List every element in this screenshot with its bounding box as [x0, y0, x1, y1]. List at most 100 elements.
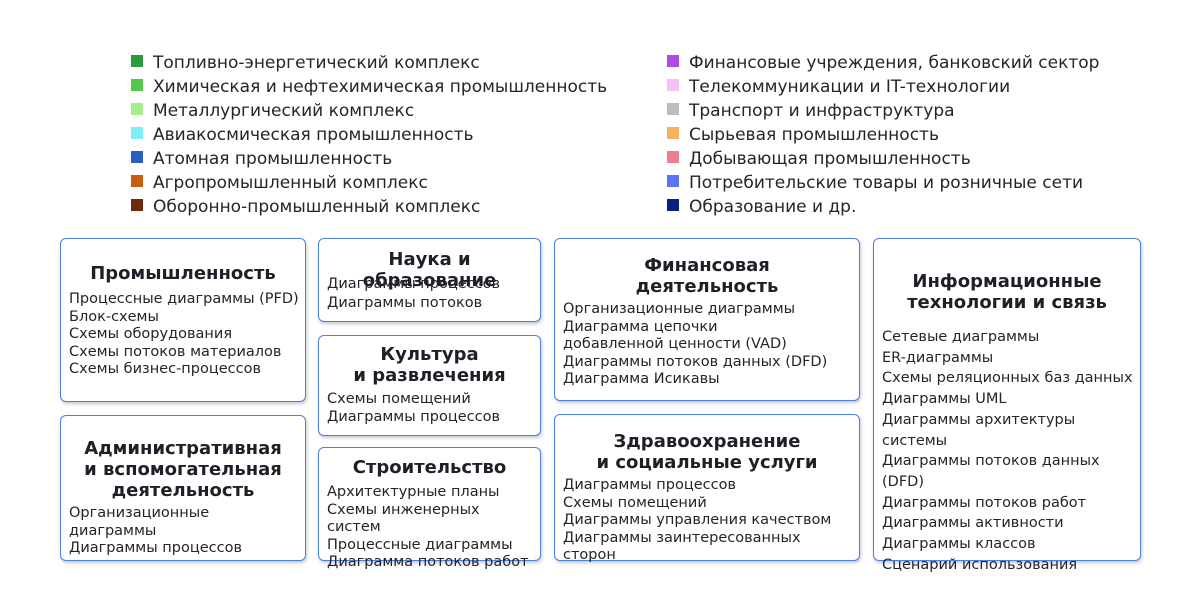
- card-title: Финансовая деятельность: [635, 255, 779, 297]
- card-item: Диаграммы классов: [882, 536, 1036, 553]
- legend-item: Телекоммуникации и IT-технологии: [667, 75, 1099, 99]
- card-item: Диаграмма Исикавы: [563, 371, 720, 387]
- card-item: Сетевые диаграммы: [882, 329, 1040, 345]
- legend-label: Авиакосмическая промышленность: [153, 125, 474, 145]
- card-item: Диаграммы процессов: [327, 409, 500, 425]
- legend-swatch: [667, 79, 679, 91]
- card-item: Схемы потоков материалов: [69, 343, 282, 360]
- card-item: Блок-схемы: [69, 308, 159, 325]
- card-item: Схемы бизнес-процессов: [69, 361, 262, 377]
- card-title: Административная и вспомогательная деяте…: [84, 438, 282, 501]
- card-item: Диаграммы потоков: [327, 295, 483, 311]
- legend-swatch: [667, 175, 679, 187]
- legend-label: Сырьевая промышленность: [689, 125, 939, 145]
- legend-right: Финансовые учреждения, банковский сектор…: [667, 51, 1099, 219]
- card-item: Диаграммы потоков данных (DFD): [563, 353, 828, 370]
- legend-item: Сырьевая промышленность: [667, 123, 1099, 147]
- legend-item: Авиакосмическая промышленность: [131, 123, 607, 147]
- legend-swatch: [131, 103, 143, 115]
- legend-label: Топливно-энергетический комплекс: [153, 53, 480, 73]
- legend-label: Агропромышленный комплекс: [153, 173, 428, 193]
- legend-label: Добывающая промышленность: [689, 149, 971, 169]
- legend-label: Оборонно-промышленный комплекс: [153, 197, 481, 217]
- legend-item: Химическая и нефтехимическая промышленно…: [131, 75, 607, 99]
- card-item: Схемы оборудования: [69, 326, 233, 342]
- legend-swatch: [667, 55, 679, 67]
- legend-swatch: [131, 151, 143, 163]
- card-title: Строительство: [352, 457, 507, 478]
- card-item: Диаграммы процессов: [563, 477, 736, 493]
- card-item: Схемы помещений: [563, 494, 707, 511]
- card-item: Архитектурные планы: [327, 484, 500, 500]
- card-title: Наука и образование: [362, 249, 497, 291]
- legend-label: Потребительские товары и розничные сети: [689, 173, 1084, 193]
- legend-label: Телекоммуникации и IT-технологии: [689, 77, 1011, 97]
- legend-item: Добывающая промышленность: [667, 147, 1099, 171]
- card-title: Здравоохранение и социальные услуги: [596, 431, 818, 473]
- legend-item: Потребительские товары и розничные сети: [667, 171, 1099, 195]
- card-item: Диаграммы процессов: [69, 540, 242, 556]
- legend-label: Металлургический комплекс: [153, 101, 415, 121]
- card-item: Диаграмма цепочки добавленной ценности (…: [563, 318, 787, 353]
- legend-label: Транспорт и инфраструктура: [689, 101, 955, 121]
- card-item: ER-диаграммы: [882, 349, 994, 366]
- legend-swatch: [667, 199, 679, 211]
- card-title: Информационные технологии и связь: [907, 271, 1107, 313]
- card-item: Сценарий использования: [882, 556, 1078, 573]
- legend-item: Оборонно-промышленный комплекс: [131, 195, 607, 219]
- legend-item: Образование и др.: [667, 195, 1099, 219]
- card-item: Диаграмма потоков работ: [327, 554, 529, 570]
- legend-swatch: [667, 151, 679, 163]
- legend-item: Транспорт и инфраструктура: [667, 99, 1099, 123]
- card-title: Промышленность: [90, 263, 276, 284]
- card-item: Организационные диаграммы: [563, 301, 796, 317]
- legend-swatch: [131, 199, 143, 211]
- card-item: Схемы инженерных систем: [327, 501, 480, 536]
- card-item: Диаграммы активности: [882, 515, 1064, 532]
- card-item: Схемы реляционных баз данных: [882, 370, 1133, 387]
- legend-swatch: [131, 79, 143, 91]
- card-item: Диаграммы процессов: [327, 276, 500, 292]
- card-item: Диаграммы управления качеством: [563, 512, 832, 528]
- card-item: Процессные диаграммы: [327, 536, 513, 553]
- card-item: Диаграммы заинтересованных сторон: [563, 529, 801, 564]
- legend-item: Атомная промышленность: [131, 147, 607, 171]
- legend-swatch: [131, 127, 143, 139]
- legend-item: Топливно-энергетический комплекс: [131, 51, 607, 75]
- legend-swatch: [131, 175, 143, 187]
- card-admin: Административная и вспомогательная деяте…: [60, 415, 306, 561]
- card-item: Диаграммы потоков работ: [882, 494, 1087, 511]
- legend-label: Образование и др.: [689, 197, 857, 217]
- card-title: Культура и развлечения: [353, 344, 506, 386]
- legend-swatch: [667, 127, 679, 139]
- legend-swatch: [131, 55, 143, 67]
- legend-label: Финансовые учреждения, банковский сектор: [689, 53, 1100, 73]
- legend-swatch: [667, 103, 679, 115]
- card-item: Диаграммы UML: [882, 391, 1007, 408]
- legend-item: Агропромышленный комплекс: [131, 171, 607, 195]
- card-item: Схемы помещений: [327, 391, 471, 407]
- card-item: Диаграммы архитектуры системы: [882, 411, 1076, 449]
- legend-item: Финансовые учреждения, банковский сектор: [667, 51, 1099, 75]
- card-item: Организационные диаграммы: [69, 505, 210, 539]
- legend-label: Химическая и нефтехимическая промышленно…: [153, 77, 608, 97]
- legend-item: Металлургический комплекс: [131, 99, 607, 123]
- legend-label: Атомная промышленность: [153, 149, 393, 169]
- card-item: Процессные диаграммы (PFD): [69, 291, 299, 307]
